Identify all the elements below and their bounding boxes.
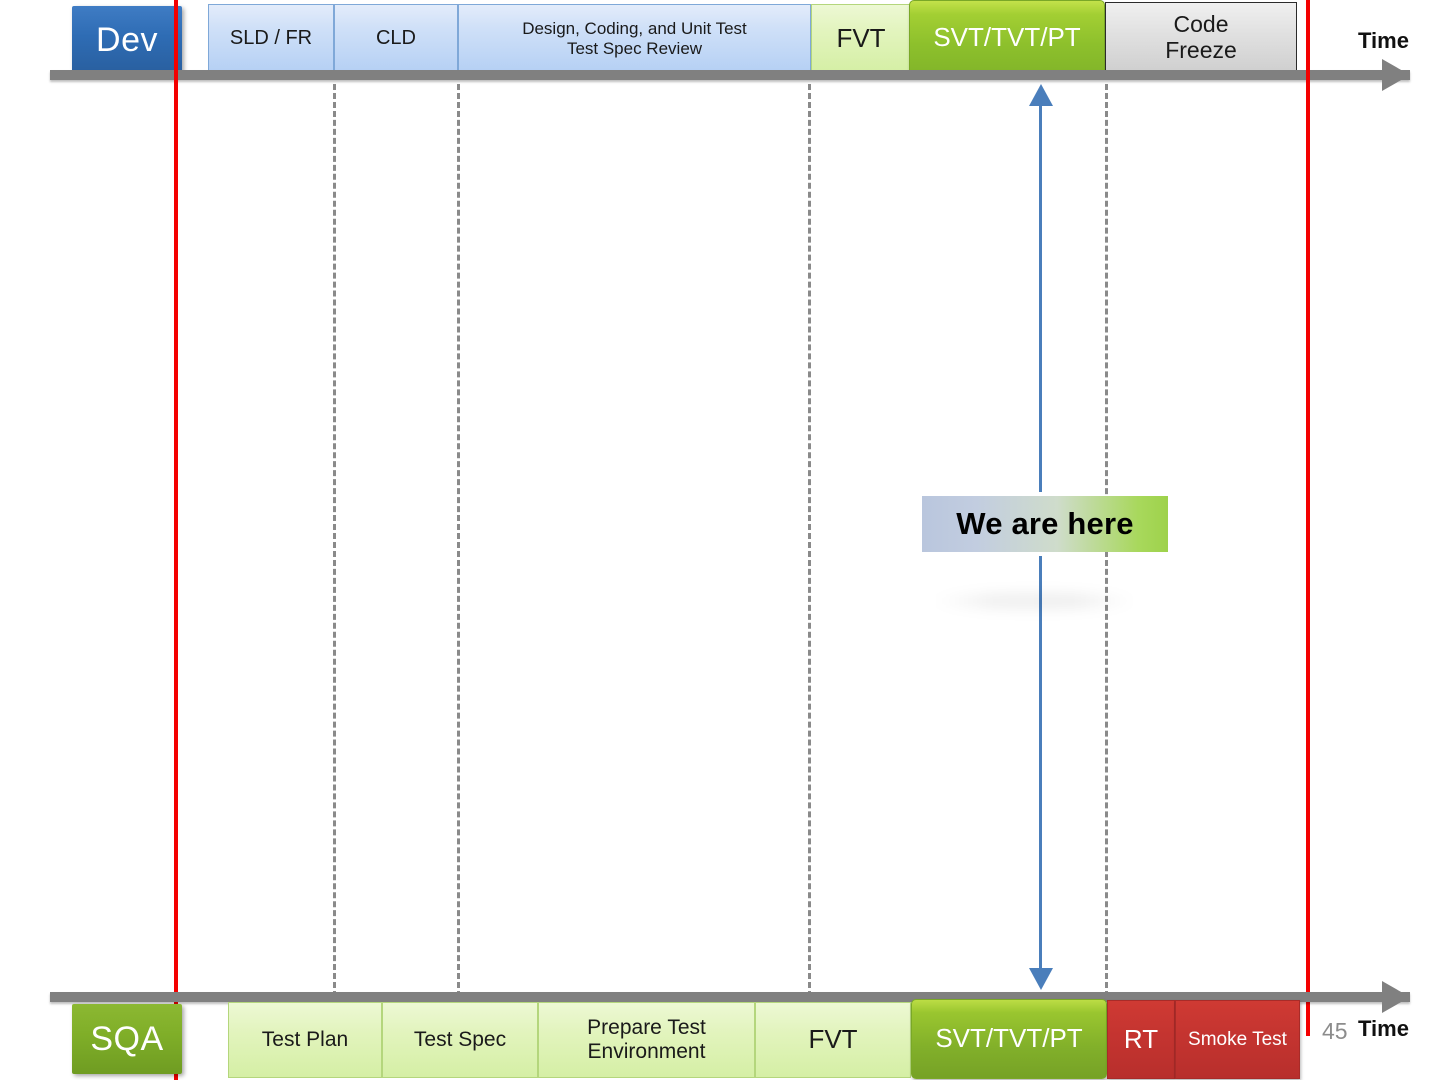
dev-timeline-axis: [50, 70, 1410, 80]
sqa-time-label: Time: [1358, 1016, 1409, 1041]
we-are-here-arrow-head-up: [1029, 84, 1053, 106]
dev-phase-sld-fr-label: SLD / FR: [229, 27, 313, 50]
milestone-line-start: [174, 0, 178, 1080]
sqa-phase-rt-label: RT: [1123, 1023, 1159, 1054]
callout-shadow: [930, 592, 1138, 610]
sqa-phase-prepare-test-env-label: Prepare Test Environment: [587, 1016, 706, 1063]
we-are-here-callout: We are here: [922, 496, 1168, 552]
dev-time-label: Time: [1358, 28, 1409, 53]
dev-phase-fvt-label: FVT: [836, 22, 886, 53]
sqa-phase-smoke-test[interactable]: Smoke Test: [1175, 1000, 1300, 1079]
page-number: 45: [1322, 1018, 1348, 1044]
sqa-phase-fvt-label: FVT: [808, 1024, 858, 1055]
divider-design-fvt: [808, 84, 811, 997]
dev-lane-label: Dev: [96, 20, 158, 59]
sqa-phase-svt-tvt-pt[interactable]: SVT/TVT/PT: [911, 999, 1107, 1079]
dev-phase-code-freeze-label: Code Freeze: [1165, 10, 1237, 63]
sqa-timeline-axis: [50, 992, 1410, 1002]
milestone-line-end: [1306, 0, 1310, 1036]
sqa-phase-smoke-test-label: Smoke Test: [1188, 1028, 1287, 1050]
dev-phase-code-freeze[interactable]: Code Freeze: [1105, 2, 1297, 73]
sqa-timeline-arrowhead: [1382, 981, 1410, 1013]
we-are-here-callout-label: We are here: [956, 506, 1134, 541]
we-are-here-arrow-head-down: [1029, 968, 1053, 990]
sqa-phase-test-spec[interactable]: Test Spec: [382, 1002, 538, 1078]
dev-phase-design-coding[interactable]: Design, Coding, and Unit Test Test Spec …: [458, 4, 811, 73]
divider-cld-design: [457, 84, 460, 997]
sqa-phase-test-spec-label: Test Spec: [413, 1028, 507, 1052]
dev-timeline-arrowhead: [1382, 59, 1410, 91]
sqa-phase-rt[interactable]: RT: [1107, 1000, 1175, 1079]
dev-phase-svt-tvt-pt-label: SVT/TVT/PT: [933, 21, 1081, 52]
sqa-lane-chip: SQA: [72, 1004, 182, 1074]
dev-phase-cld-label: CLD: [375, 27, 416, 50]
dev-phase-design-coding-label: Design, Coding, and Unit Test Test Spec …: [522, 19, 747, 58]
dev-phase-sld-fr[interactable]: SLD / FR: [208, 4, 334, 73]
divider-sld-cld: [333, 84, 336, 997]
sqa-phase-fvt[interactable]: FVT: [755, 1002, 911, 1078]
dev-phase-cld[interactable]: CLD: [334, 4, 458, 73]
sqa-phase-svt-tvt-pt-label: SVT/TVT/PT: [935, 1023, 1083, 1054]
we-are-here-arrow-shaft-top: [1039, 100, 1042, 492]
dev-phase-svt-tvt-pt[interactable]: SVT/TVT/PT: [909, 0, 1105, 75]
dev-phase-fvt[interactable]: FVT: [811, 4, 911, 73]
sqa-lane-label: SQA: [90, 1019, 164, 1058]
sqa-phase-test-plan[interactable]: Test Plan: [228, 1002, 382, 1078]
sqa-phase-test-plan-label: Test Plan: [261, 1028, 349, 1052]
dev-lane-chip: Dev: [72, 6, 182, 74]
we-are-here-arrow-shaft-bottom: [1039, 556, 1042, 972]
sqa-phase-prepare-test-env[interactable]: Prepare Test Environment: [538, 1002, 755, 1078]
